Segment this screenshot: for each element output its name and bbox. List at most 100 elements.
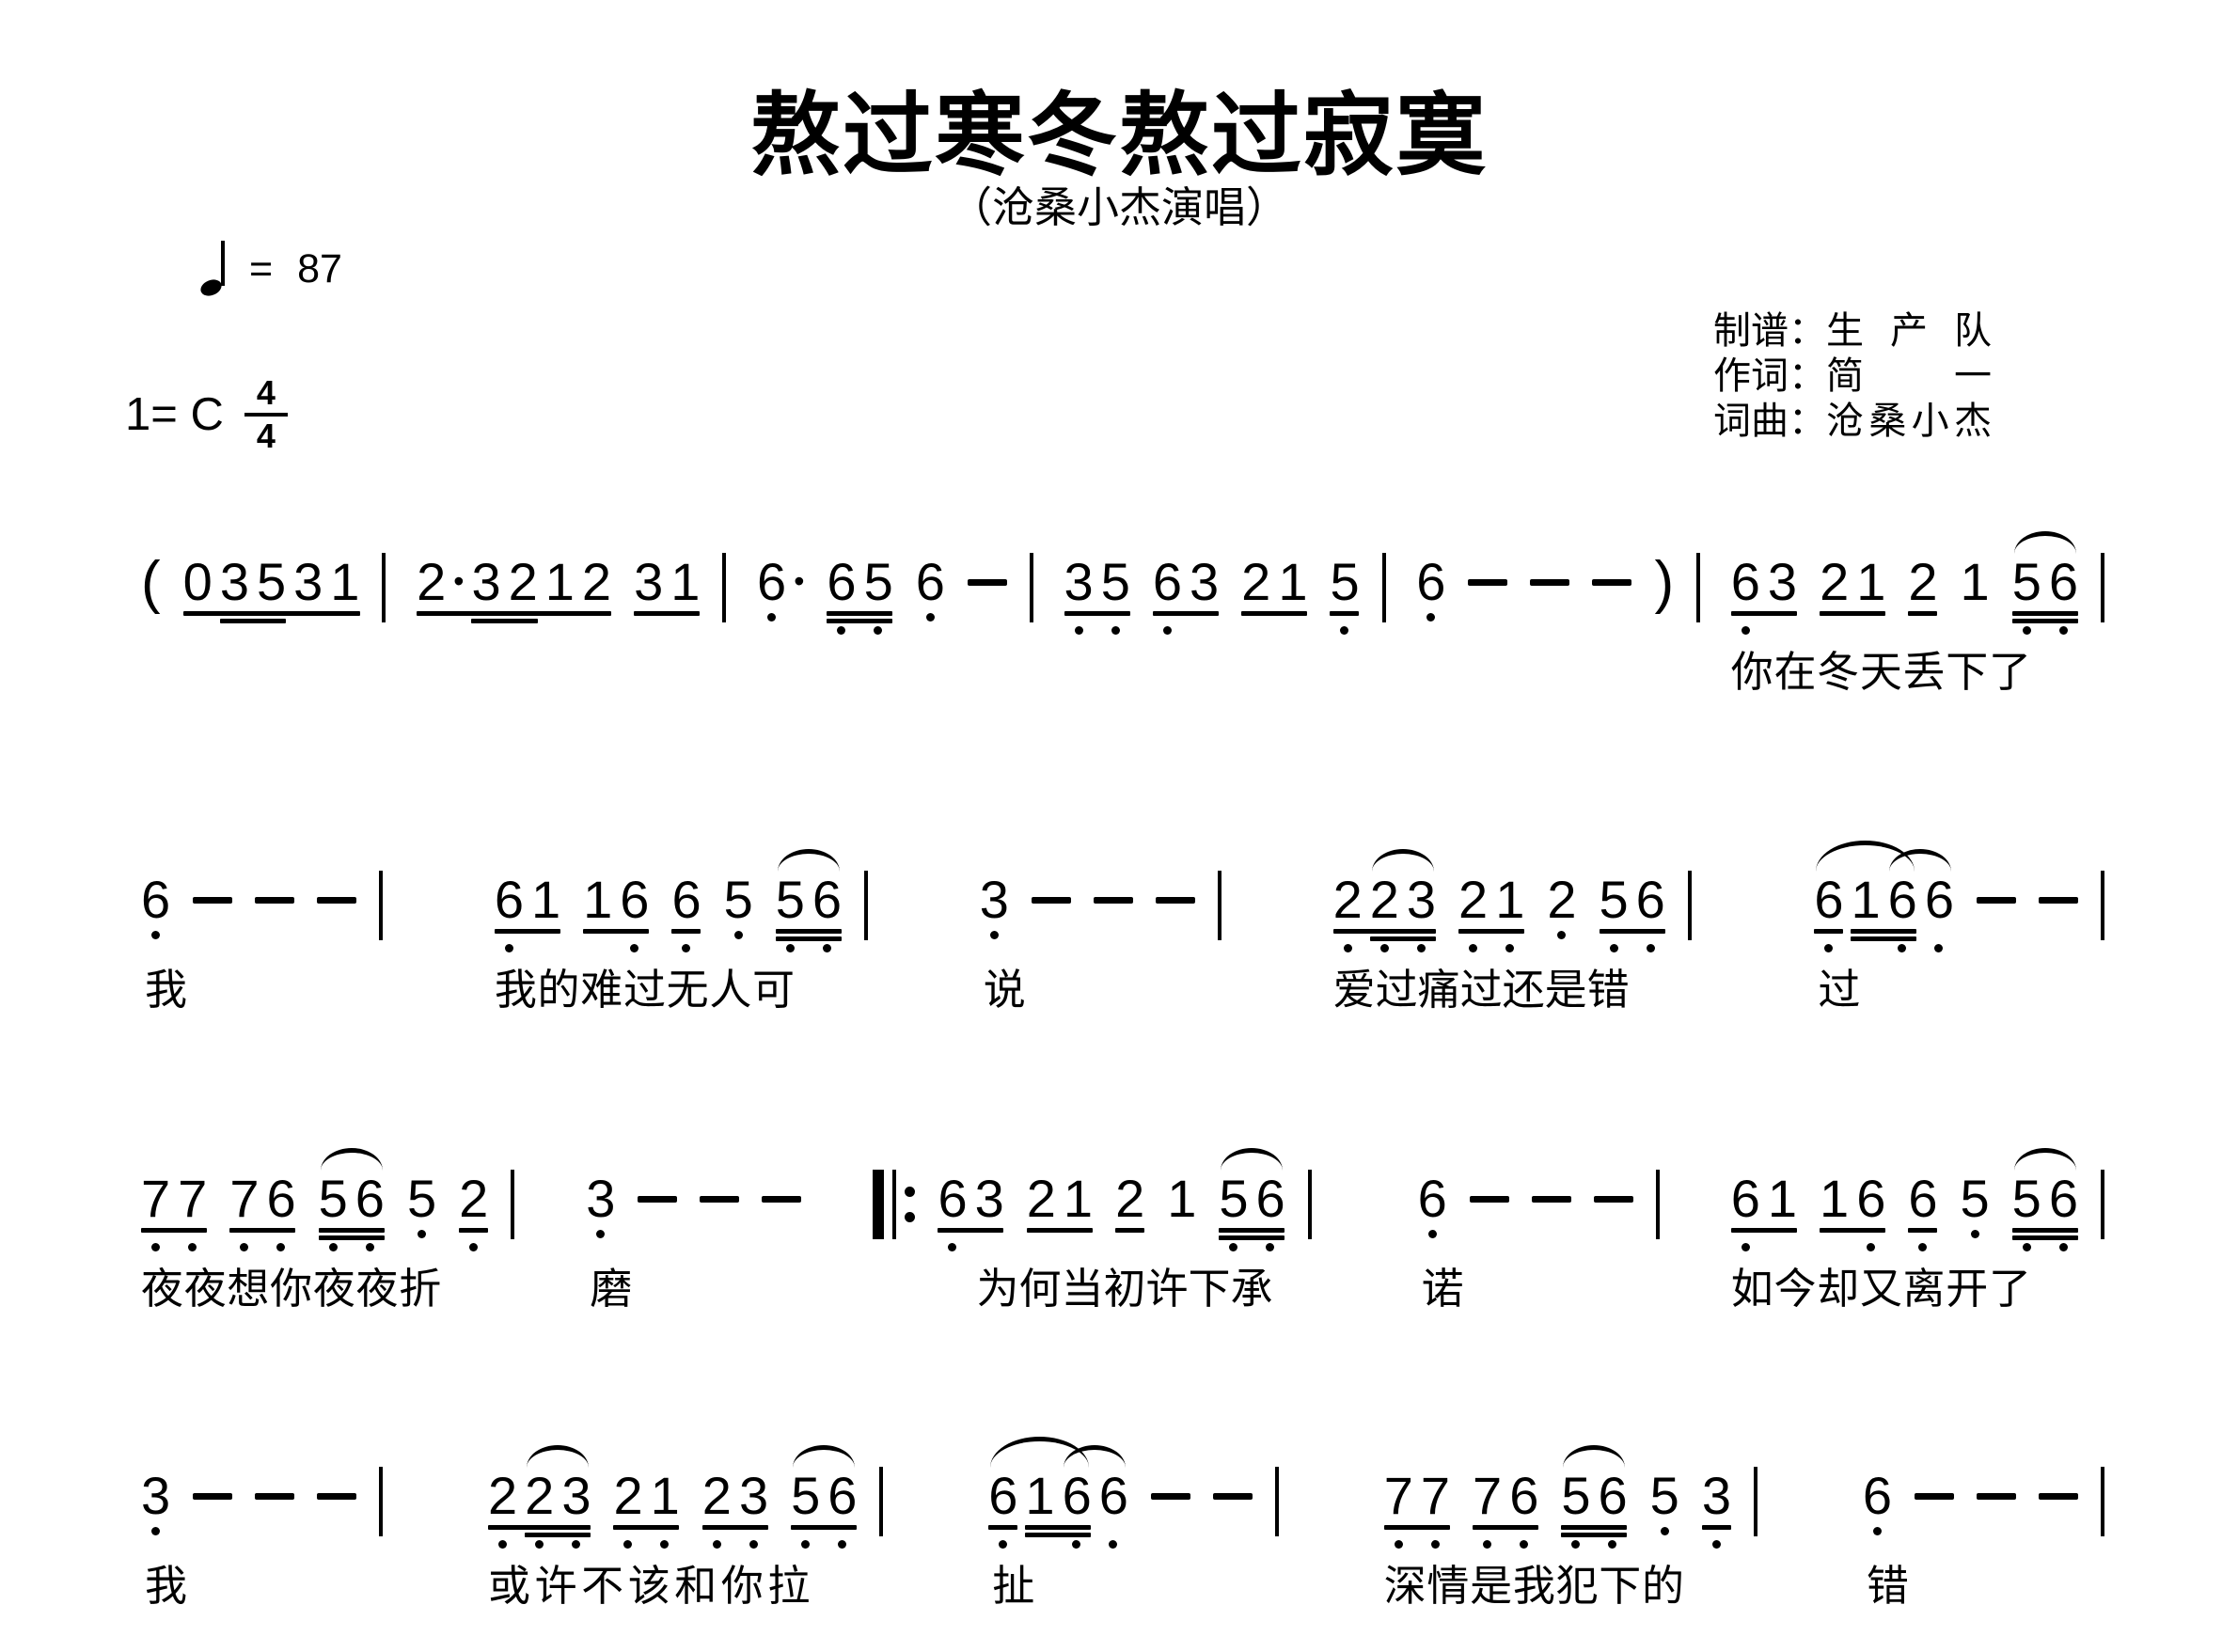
credit-label: 词曲：: [1713, 401, 1826, 442]
lyric-syllable: 犯: [1555, 1562, 1599, 1610]
low-octave-dot: [712, 1540, 721, 1549]
low-octave-dot: [1741, 626, 1750, 635]
duration-dash: [1031, 897, 1071, 904]
note-group: 2: [459, 1172, 489, 1251]
beam-line: [1814, 929, 1844, 934]
lyric-row: 扯: [988, 1565, 1279, 1607]
beam-line: [459, 1228, 489, 1233]
notes-row: 6: [1863, 1467, 2104, 1544]
low-octave-dot: [1571, 1540, 1581, 1549]
note: 3: [974, 1169, 1004, 1228]
note: 5: [775, 870, 805, 929]
low-octave-dot: [2058, 626, 2068, 635]
lyric-syllable: 是: [1544, 966, 1587, 1014]
note-group: 6: [916, 555, 945, 621]
duration-dash: [193, 897, 233, 904]
duration-dash: [1093, 897, 1133, 904]
beam-line: [494, 929, 560, 934]
lyric-syllable: 痛: [1417, 966, 1460, 1014]
lyric-syllable: 下: [1599, 1562, 1642, 1610]
note: 3: [1701, 1466, 1731, 1525]
note-group: 5: [1961, 1172, 1990, 1238]
duration-dash: [1593, 1196, 1633, 1203]
low-octave-dot: [504, 944, 513, 952]
note: 2: [508, 552, 538, 611]
lyric-syllable: 天: [1859, 648, 1902, 696]
barline: [1274, 1467, 1279, 1536]
note: 2: [1908, 552, 1938, 611]
low-octave-dot: [1824, 944, 1834, 952]
note: 1: [670, 552, 701, 611]
note: 1: [650, 1466, 680, 1525]
lyric-syllable: 情: [1426, 1562, 1470, 1610]
barline: [1381, 553, 1386, 622]
low-octave-dot: [1111, 626, 1120, 635]
note: 6: [1598, 1466, 1628, 1525]
low-octave-dot: [999, 1540, 1008, 1549]
notes-row: 6): [1416, 553, 1701, 630]
note: 6: [141, 870, 171, 929]
barline: [379, 871, 384, 940]
note: 1: [330, 552, 360, 611]
duration-dash: [1914, 1493, 1954, 1500]
lyric-syllable: 可: [752, 966, 796, 1014]
low-octave-dot: [1343, 944, 1352, 952]
note: 3: [634, 552, 664, 611]
beam-line: [1908, 611, 1938, 616]
lyric-syllable: 我: [145, 1562, 188, 1610]
note-group: 1: [1961, 555, 1990, 611]
beam-line: [671, 929, 701, 934]
note: 2: [1026, 1169, 1056, 1228]
lyric-row: 过: [1814, 968, 2104, 1011]
beam-line: [182, 611, 360, 616]
slur-arc: [990, 1437, 1090, 1468]
low-octave-dot: [1072, 1540, 1081, 1549]
note: 0: [182, 552, 213, 611]
repeat-thin-bar: [892, 1170, 897, 1239]
note: 6: [938, 1169, 968, 1228]
low-octave-dot: [328, 1243, 338, 1251]
low-octave-dot: [151, 931, 160, 939]
note: 3: [293, 552, 323, 611]
duration-dash: [1976, 1493, 2016, 1500]
low-octave-dot: [837, 626, 846, 635]
note: 6: [2048, 552, 2078, 611]
lyric-syllable: 何: [1018, 1265, 1062, 1313]
low-octave-dot: [660, 1540, 670, 1549]
duration-dash: [1530, 579, 1570, 586]
lyric-syllable: 夜: [355, 1265, 399, 1313]
slur-arc: [527, 1445, 589, 1468]
note: 7: [1383, 1466, 1413, 1525]
low-octave-dot: [1427, 1230, 1437, 1238]
note: 6: [1730, 552, 1760, 611]
repeat-dot: [905, 1212, 916, 1222]
lyric-syllable: 该: [627, 1562, 670, 1610]
credit-row: 词曲：沧桑小杰: [1713, 399, 1992, 444]
low-octave-dot: [2058, 1243, 2068, 1251]
lyric-syllable: 承: [1230, 1265, 1273, 1313]
barline: [1307, 1170, 1312, 1239]
lyric-syllable: 想: [227, 1265, 270, 1313]
lyric-syllable: 深: [1383, 1562, 1426, 1610]
lyric-syllable: 是: [1470, 1562, 1513, 1610]
note: 3: [561, 1466, 591, 1525]
low-octave-dot: [572, 1540, 580, 1549]
lyric-syllable: 开: [1946, 1265, 1989, 1313]
lyric-row: 我: [141, 968, 383, 1011]
note: 2: [525, 1466, 555, 1525]
lyric-row: 深情是我犯下的: [1384, 1565, 1757, 1607]
measure-segment: 6): [1416, 553, 1701, 693]
